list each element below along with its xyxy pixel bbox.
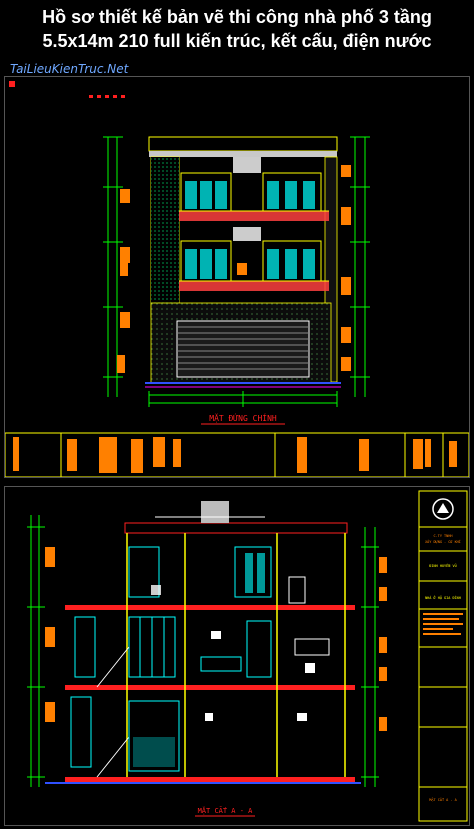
- section-left-dimensions: [27, 515, 45, 787]
- building-facade: [145, 136, 341, 388]
- title-block-strip: [5, 432, 469, 477]
- section-floor-slabs: [65, 605, 355, 782]
- left-level-tags: [117, 189, 130, 373]
- section-walls: [126, 533, 346, 777]
- title-block-owner: ĐINH HUYỀN VŨ: [429, 563, 456, 568]
- title-block-project: NHÀ Ở HỘ GIA ĐÌNH: [425, 595, 461, 600]
- page-header: Hồ sơ thiết kế bản vẽ thi công nhà phố 3…: [0, 0, 474, 58]
- bottom-dimension-lines: [148, 391, 338, 407]
- section-floor-3: [128, 546, 306, 604]
- section-drawing: MẶT CẮT A - A C.TY TNHH XÂY DỰNG - CƠ KH…: [27, 490, 468, 822]
- section-floor-2: [128, 616, 330, 678]
- section-drawing-panel: MẶT CẮT A - A C.TY TNHH XÂY DỰNG - CƠ KH…: [4, 486, 470, 826]
- elevation-drawing: MẶT ĐỨNG CHÍNH: [5, 81, 469, 477]
- section-level-tags: [45, 547, 55, 722]
- right-dimension-lines: [350, 136, 370, 397]
- title-line-2: 5.5x14m 210 full kiến trúc, kết cấu, điệ…: [42, 31, 432, 51]
- elevation-drawing-panel: MẶT ĐỨNG CHÍNH: [4, 76, 470, 478]
- title-line-1: Hồ sơ thiết kế bản vẽ thi công nhà phố 3…: [42, 7, 432, 27]
- company-logo-icon: [432, 498, 454, 520]
- title-block-company-2: XÂY DỰNG - CƠ KHÍ: [425, 539, 461, 544]
- section-right-dimensions: [361, 527, 379, 787]
- watermark: TaiLieuKienTruc.Net: [10, 62, 129, 76]
- elevation-label: MẶT ĐỨNG CHÍNH: [209, 412, 277, 423]
- section-title-block: C.TY TNHH XÂY DỰNG - CƠ KHÍ ĐINH HUYỀN V…: [418, 490, 468, 822]
- left-dimension-lines: [103, 136, 123, 397]
- section-roof: [124, 501, 348, 534]
- title-block-company: C.TY TNHH: [434, 534, 453, 538]
- cad-toolbar-icon: [9, 81, 125, 98]
- right-level-tags: [341, 165, 351, 371]
- section-stair: [70, 616, 130, 778]
- section-label: MẶT CẮT A - A: [198, 806, 254, 815]
- title-block-sheet: MẶT CẮT A - A: [429, 797, 457, 802]
- section-right-tags: [379, 557, 387, 731]
- section-floor-1: [128, 700, 307, 772]
